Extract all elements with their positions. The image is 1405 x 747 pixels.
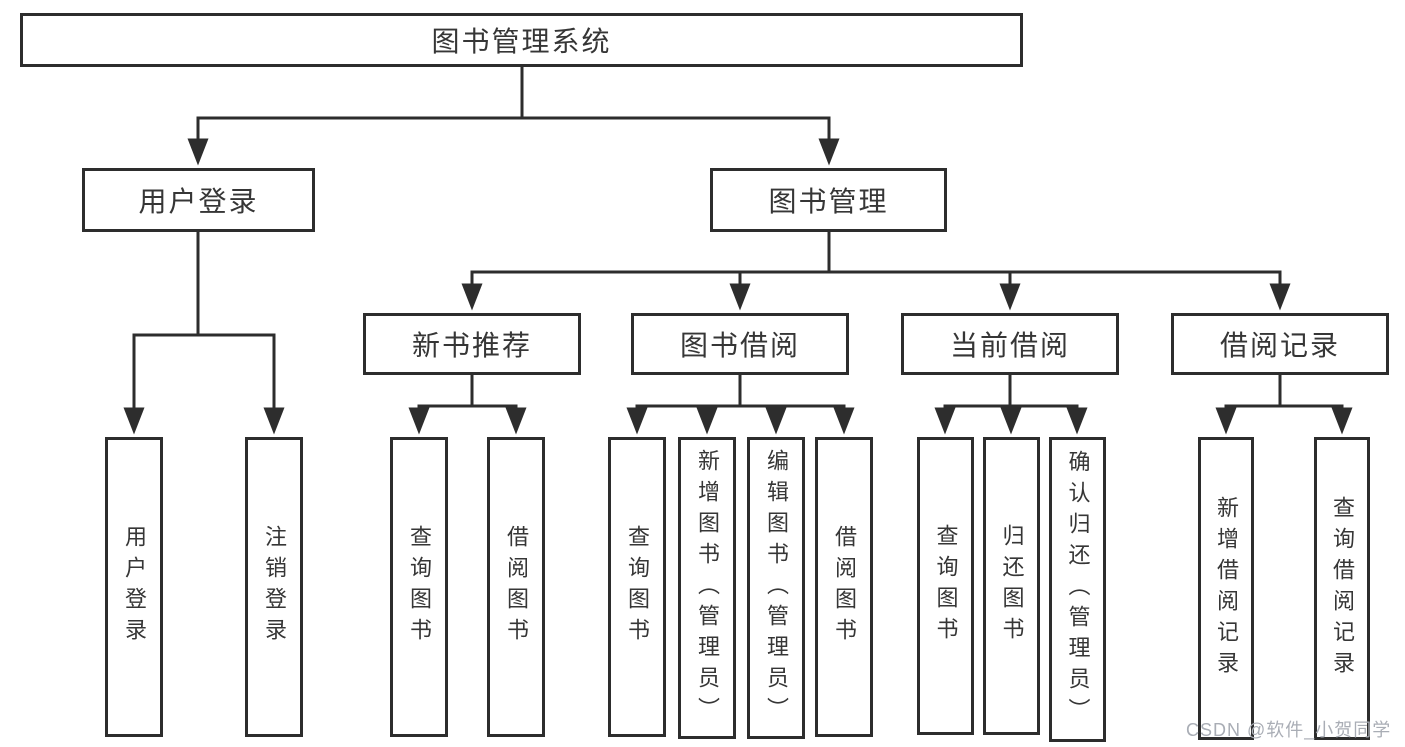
leaf-current-query-books: 查询图书: [917, 437, 974, 735]
leaf-records-query-record: 查询借阅记录: [1314, 437, 1370, 740]
leaf-current-return-books: 归还图书: [983, 437, 1040, 735]
node-book-management-system: 图书管理系统: [20, 13, 1023, 67]
leaf-current-confirm-return-admin: 确认归还（管理员）: [1049, 437, 1106, 742]
leaf-borrowing-add-books-admin: 新增图书（管理员）: [678, 437, 736, 739]
node-book-borrowing: 图书借阅: [631, 313, 849, 375]
leaf-newbooks-borrow-books: 借阅图书: [487, 437, 545, 737]
node-user-login: 用户登录: [82, 168, 315, 232]
leaf-borrowing-edit-books-admin: 编辑图书（管理员）: [747, 437, 805, 739]
leaf-records-add-record: 新增借阅记录: [1198, 437, 1254, 740]
watermark: CSDN @软件_小贺同学: [1186, 720, 1392, 740]
leaf-borrowing-query-books: 查询图书: [608, 437, 666, 737]
node-new-book-recommendation: 新书推荐: [363, 313, 581, 375]
leaf-newbooks-query-books: 查询图书: [390, 437, 448, 737]
node-borrowing-records: 借阅记录: [1171, 313, 1389, 375]
leaf-borrowing-borrow-books: 借阅图书: [815, 437, 873, 737]
leaf-logout: 注销登录: [245, 437, 303, 737]
node-current-borrowing: 当前借阅: [901, 313, 1119, 375]
leaf-user-login: 用户登录: [105, 437, 163, 737]
node-book-management: 图书管理: [710, 168, 947, 232]
